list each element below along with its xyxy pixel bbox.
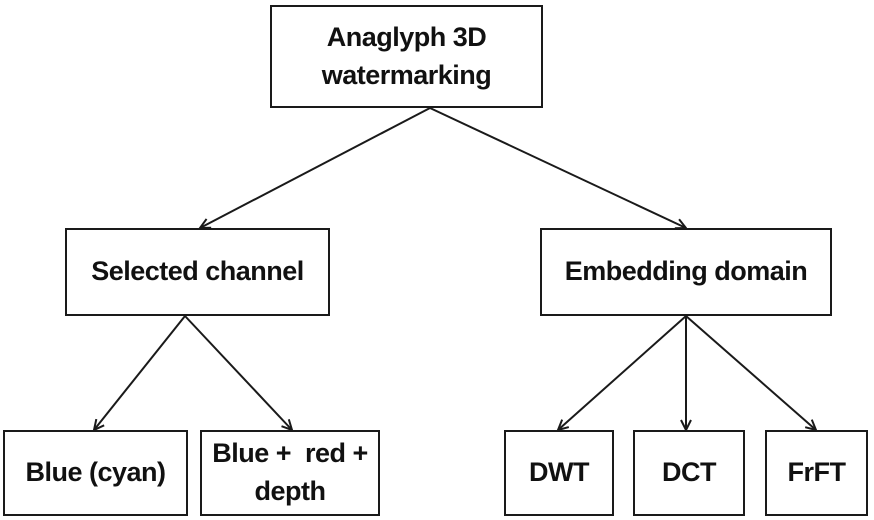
node-embedding-domain-label: Embedding domain bbox=[564, 256, 808, 287]
arrow-channel-to-blue-red-depth bbox=[184, 315, 292, 430]
node-dwt: DWT bbox=[504, 430, 614, 516]
node-frft-label: FrFT bbox=[787, 457, 847, 488]
node-root-line-2: watermarking bbox=[321, 59, 492, 90]
node-dct: DCT bbox=[633, 430, 745, 516]
node-dwt-label: DWT bbox=[529, 457, 589, 488]
node-selected-channel: Selected channel bbox=[65, 228, 330, 316]
arrow-channel-to-blue-cyan bbox=[94, 315, 186, 430]
arrow-domain-to-frft bbox=[685, 315, 816, 430]
node-frft: FrFT bbox=[765, 430, 868, 516]
node-root-line-1: Anaglyph 3D bbox=[326, 21, 487, 52]
node-anaglyph-3d-watermarking: Anaglyph 3D watermarking bbox=[270, 5, 543, 108]
arrow-domain-to-dwt bbox=[558, 315, 687, 430]
node-blue-red-depth-line-1: Blue + red + bbox=[212, 438, 368, 469]
arrow-root-to-domain bbox=[429, 107, 686, 228]
node-selected-channel-label: Selected channel bbox=[91, 256, 304, 287]
arrow-root-to-channel bbox=[200, 107, 431, 228]
node-blue-red-depth-line-2: depth bbox=[254, 476, 326, 506]
node-dct-label: DCT bbox=[662, 457, 717, 488]
node-blue-red-depth: Blue + red + depth bbox=[200, 430, 380, 516]
node-blue-cyan: Blue (cyan) bbox=[3, 430, 188, 516]
node-embedding-domain: Embedding domain bbox=[540, 228, 832, 316]
node-blue-cyan-label: Blue (cyan) bbox=[25, 457, 166, 488]
